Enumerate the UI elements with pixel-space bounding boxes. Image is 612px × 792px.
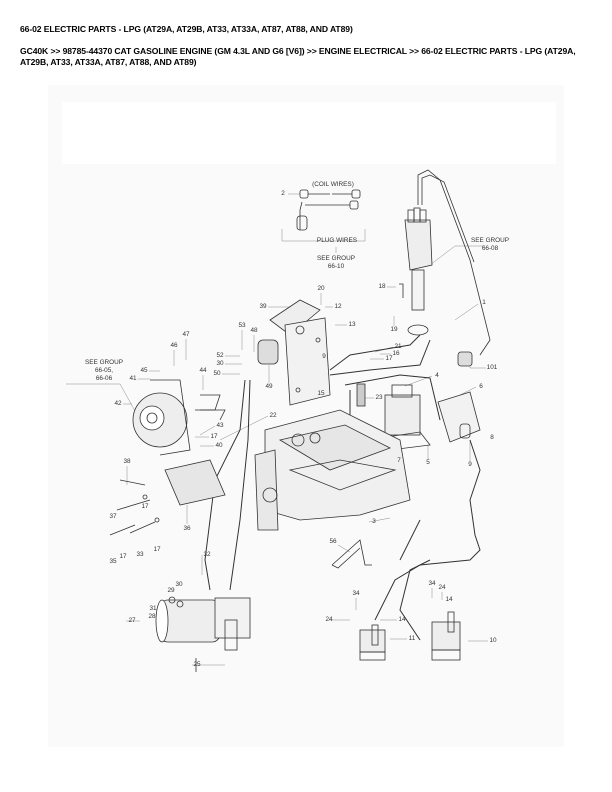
relay-10-drawing — [431, 611, 461, 661]
callout: 14 — [445, 595, 453, 603]
callout: 7 — [397, 456, 401, 464]
callout: 34 — [352, 589, 360, 597]
callout: 30 — [175, 580, 183, 588]
alternator-drawing — [132, 379, 226, 456]
callout: 24 — [438, 583, 446, 591]
callout: 50 — [213, 369, 221, 377]
callout: 12 — [334, 302, 342, 310]
bracket-56-drawing — [331, 539, 372, 569]
callout: 49 — [265, 382, 273, 390]
plug-wires-label: PLUG WIRES — [316, 237, 358, 244]
see-group-66-10[interactable]: SEE GROUP 66-10 — [317, 255, 355, 271]
callout: 17 — [385, 354, 393, 362]
callout: 32 — [203, 550, 211, 558]
callout: 37 — [109, 512, 117, 520]
engine-block-drawing — [254, 409, 411, 531]
callout: 38 — [123, 457, 131, 465]
callout: 34 — [428, 579, 436, 587]
see-group-number: 66-05, — [94, 367, 114, 374]
distributor-drawing — [399, 169, 491, 356]
see-group-66-08[interactable]: SEE GROUP 66-08 — [471, 237, 509, 253]
callout: 46 — [170, 341, 178, 349]
callout: 40 — [215, 441, 223, 449]
breadcrumb: GC40K >> 98785-44370 CAT GASOLINE ENGINE… — [20, 46, 576, 67]
callout: 17 — [141, 502, 149, 510]
callout: 16 — [392, 349, 400, 357]
callout: 22 — [269, 411, 277, 419]
callout: 44 — [199, 366, 207, 374]
callout: 35 — [109, 557, 117, 565]
callout: 13 — [348, 320, 356, 328]
coil-wires-drawing — [296, 189, 361, 231]
callout: 15 — [317, 389, 325, 397]
callout: 30 — [216, 359, 224, 367]
page-title: 66-02 ELECTRIC PARTS - LPG (AT29A, AT29B… — [20, 24, 353, 34]
callout: 41 — [129, 374, 137, 382]
callout: 56 — [329, 537, 337, 545]
see-group-text: SEE GROUP — [317, 255, 355, 262]
callout: 21 — [394, 342, 402, 350]
mounting-bracket-drawing — [109, 459, 226, 536]
callout: 31 — [149, 604, 157, 612]
callout: 9 — [322, 352, 326, 360]
bracket-plate-drawing — [257, 299, 331, 406]
callout: 11 — [408, 634, 416, 642]
callout: 36 — [183, 524, 191, 532]
callout: 5 — [426, 458, 430, 466]
coil-wires-label: (COIL WIRES) — [312, 181, 354, 188]
callout: 25 — [193, 660, 201, 668]
diagram-header-box — [62, 102, 556, 164]
see-group-66-05-66-06[interactable]: SEE GROUP 66-05, 66-06 — [85, 359, 123, 383]
callout: 33 — [136, 550, 144, 558]
callout: 24 — [325, 615, 333, 623]
callout: 8 — [490, 433, 494, 441]
callout: 18 — [378, 282, 386, 290]
see-group-number: 66-10 — [327, 263, 345, 270]
callout: 42 — [114, 399, 122, 407]
callout: 17 — [119, 552, 127, 560]
callout: 14 — [398, 615, 406, 623]
callout: 53 — [238, 321, 246, 329]
callout: 52 — [216, 351, 224, 359]
callout: 28 — [148, 612, 156, 620]
ignition-coil-drawing — [356, 351, 481, 451]
callout: 17 — [210, 432, 218, 440]
callout: 1 — [482, 298, 486, 306]
see-group-text: SEE GROUP — [85, 359, 123, 366]
callout: 4 — [435, 371, 439, 379]
callout: 2 — [281, 189, 285, 197]
callout: 48 — [250, 326, 258, 334]
callout: 27 — [128, 616, 136, 624]
see-group-number: 66-08 — [481, 245, 499, 252]
callout: 101 — [486, 363, 498, 371]
callout: 47 — [182, 330, 190, 338]
callout: 17 — [153, 545, 161, 553]
callout: 6 — [479, 382, 483, 390]
wiring-harness-drawing — [204, 334, 481, 641]
callout: 10 — [489, 636, 497, 644]
relay-11-drawing — [359, 624, 386, 661]
callout: 23 — [375, 393, 383, 401]
callout: 19 — [390, 325, 398, 333]
see-group-number: 66-06 — [95, 375, 113, 382]
see-group-text: SEE GROUP — [471, 237, 509, 244]
callout: 20 — [317, 284, 325, 292]
callout: 29 — [167, 586, 175, 594]
callout: 43 — [216, 421, 224, 429]
callout: 3 — [372, 517, 376, 525]
callout: 39 — [259, 302, 267, 310]
callout: 45 — [140, 366, 148, 374]
starter-motor-drawing — [155, 596, 251, 672]
callout: 9 — [468, 460, 472, 468]
